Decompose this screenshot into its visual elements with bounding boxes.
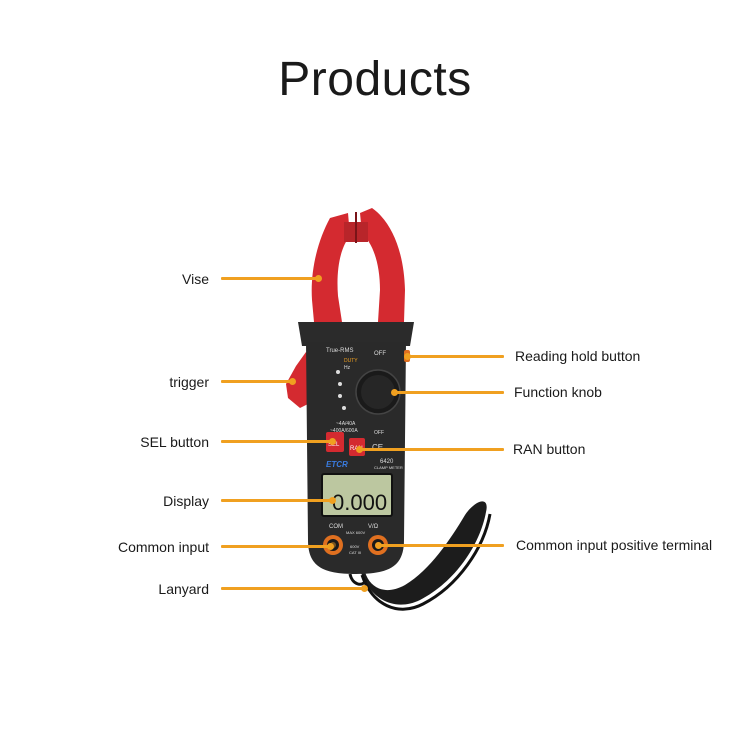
v-ohm-label: V/Ω xyxy=(368,524,379,530)
rating-2: CAT III xyxy=(349,550,361,555)
dial-range-2: ~400A/600A xyxy=(330,428,358,434)
leader-trigger xyxy=(221,380,293,383)
lcd-reading: 0.000 xyxy=(332,490,387,515)
clamp-jaw-right xyxy=(360,208,405,322)
off-bottom-text: OFF xyxy=(374,430,384,436)
dial-range-1: ~4A/40A xyxy=(336,421,356,427)
leader-dot-vise xyxy=(315,275,322,282)
callout-common-input-positive-terminal: Common input positive terminal xyxy=(516,537,713,553)
leader-dot-positive-terminal xyxy=(375,542,382,549)
leader-positive-terminal xyxy=(379,544,504,547)
callout-lanyard: Lanyard xyxy=(158,581,209,597)
leader-ran-button xyxy=(360,448,504,451)
sel-button-text: SEL xyxy=(328,442,340,448)
clamp-jaw-left xyxy=(311,213,350,322)
duty-text: DUTY xyxy=(344,358,358,364)
leader-dot-sel-button xyxy=(329,438,336,445)
callout-sel-button: SEL button xyxy=(140,434,209,450)
leader-function-knob xyxy=(395,391,504,394)
com-label: COM xyxy=(329,524,343,530)
brand-text: ETCR xyxy=(326,460,348,469)
leader-display xyxy=(221,499,333,502)
leader-dot-function-knob xyxy=(391,389,398,396)
page-title: Products xyxy=(278,53,472,106)
leader-dot-trigger xyxy=(289,378,296,385)
callout-function-knob: Function knob xyxy=(514,384,602,400)
leader-vise xyxy=(221,277,319,280)
leader-dot-common-input xyxy=(327,543,334,550)
callout-reading-hold-button: Reading hold button xyxy=(515,348,641,364)
model-text: 6420 xyxy=(380,459,394,465)
leader-dot-lanyard xyxy=(361,585,368,592)
ce-mark: CE xyxy=(372,443,383,452)
off-top-text: OFF xyxy=(374,351,386,357)
callout-vise: Vise xyxy=(182,271,209,287)
callout-display: Display xyxy=(163,493,209,509)
lcd-display xyxy=(321,473,393,517)
leader-reading-hold xyxy=(408,355,504,358)
callout-trigger: trigger xyxy=(169,374,209,390)
true-rms-text: True-RMS xyxy=(326,348,353,354)
leader-lanyard xyxy=(221,587,365,590)
model-subtitle: CLAMP METER xyxy=(374,465,403,470)
callout-common-input: Common input xyxy=(117,539,209,555)
rating-1: 600V xyxy=(350,544,360,549)
leader-dot-ran-button xyxy=(356,446,363,453)
leader-sel-button xyxy=(221,440,333,443)
leader-common-input xyxy=(221,545,331,548)
leader-dot-display xyxy=(329,497,336,504)
max-label: MAX 600V xyxy=(346,530,365,535)
hz-text: Hz xyxy=(344,365,351,371)
callout-ran-button: RAN button xyxy=(513,441,586,457)
leader-dot-reading-hold xyxy=(404,353,411,360)
lanyard-strap xyxy=(360,501,487,605)
